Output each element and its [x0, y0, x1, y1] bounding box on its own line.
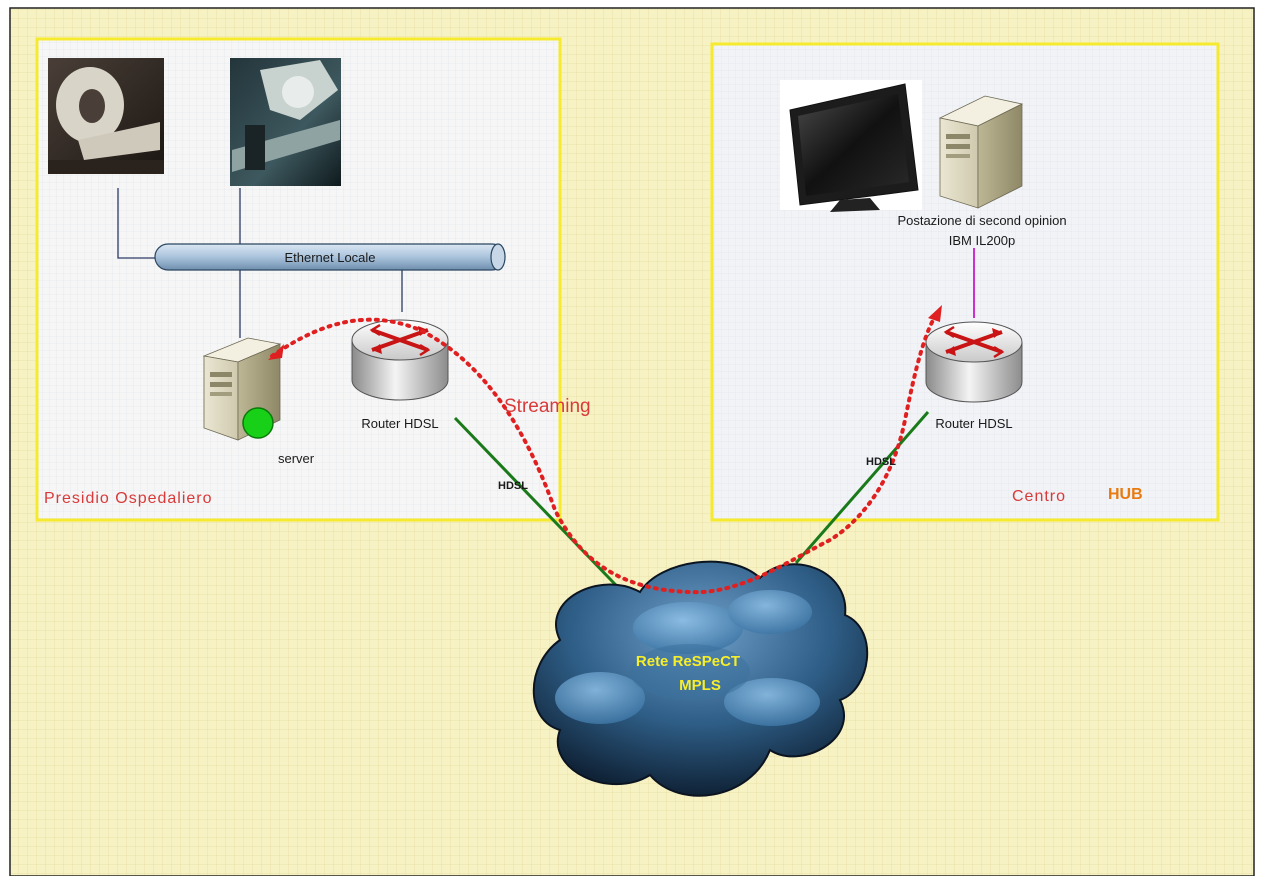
right-router-icon	[925, 321, 1023, 403]
right-hdsl-label: HDSL	[866, 456, 896, 468]
cloud-label-line2: MPLS	[679, 677, 721, 694]
ethernet-label: Ethernet Locale	[284, 250, 375, 265]
left-hdsl-label: HDSL	[498, 480, 528, 492]
right-site-title-hub: HUB	[1108, 486, 1143, 503]
streaming-path	[270, 310, 940, 595]
lcd-monitor-icon	[780, 80, 922, 212]
streaming-arrow-right	[928, 305, 942, 322]
workstation-label-line1: Postazione di second opinion	[897, 213, 1066, 228]
cloud-label-line1: Rete ReSPeCT	[636, 653, 740, 670]
left-site-title: Presidio Ospedaliero	[44, 490, 213, 507]
workstation-tower-icon	[938, 95, 1024, 209]
streaming-label: Streaming	[504, 396, 591, 417]
lan-wiring	[117, 188, 403, 338]
right-hdsl-link	[794, 411, 930, 564]
right-site-title: Centro	[1012, 488, 1066, 505]
right-router-label: Router HDSL	[935, 416, 1012, 431]
server-label: server	[278, 451, 315, 466]
workstation-label-line2: IBM IL200p	[949, 233, 1016, 248]
left-router-label: Router HDSL	[361, 416, 438, 431]
xray-equipment-photo	[230, 58, 341, 186]
ethernet-bus: Ethernet Locale	[154, 243, 506, 271]
left-router-icon	[351, 319, 449, 401]
mpls-cloud: Rete ReSPeCT MPLS	[532, 560, 869, 797]
ct-scanner-photo	[48, 58, 164, 174]
left-hdsl-link	[453, 416, 638, 608]
server-tower-icon	[202, 337, 282, 441]
streaming-arrow-left	[268, 344, 284, 360]
